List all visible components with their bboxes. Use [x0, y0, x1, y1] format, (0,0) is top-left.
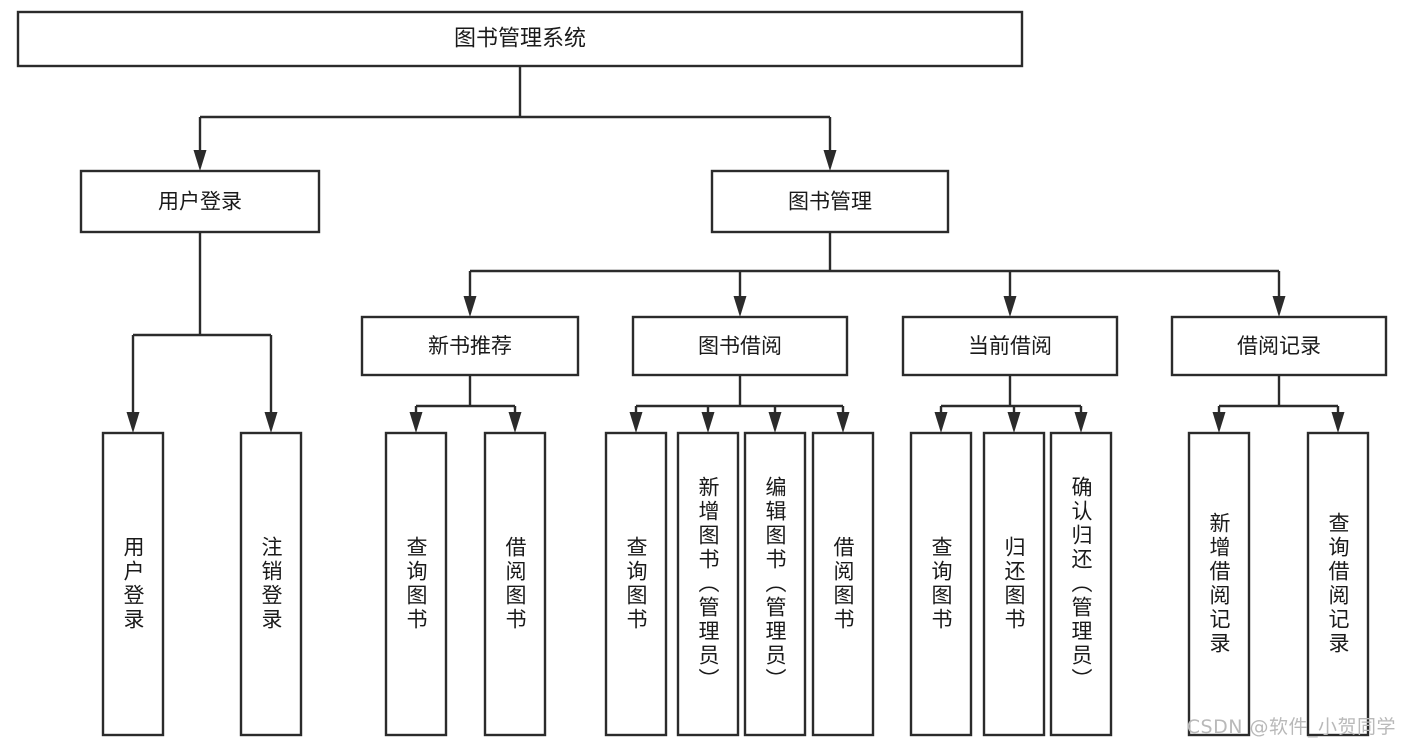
node-box-leaf-user-login[interactable] [101, 431, 165, 737]
node-label-borrow-record: 借阅记录 [1237, 334, 1321, 358]
node-label-leaf-borrow-book-1: 借阅图书 [503, 536, 527, 632]
node-label-root: 图书管理系统 [454, 27, 586, 52]
node-book-borrow[interactable]: 图书借阅 [631, 315, 849, 377]
node-leaf-query-book-2[interactable]: 查询图书 [604, 431, 668, 737]
node-label-current-borrow: 当前借阅 [968, 334, 1052, 358]
arrow-head-icon [629, 412, 643, 433]
arrow-head-icon [1007, 412, 1021, 433]
node-label-leaf-user-login: 用户登录 [121, 536, 145, 632]
node-box-root[interactable] [16, 10, 1024, 68]
node-box-leaf-borrow-book-1[interactable] [483, 431, 547, 737]
node-leaf-edit-book[interactable]: 编辑图书（管理员） [743, 431, 807, 737]
node-box-book-management[interactable] [710, 169, 950, 234]
node-box-leaf-query-book-1[interactable] [384, 431, 448, 737]
arrow-head-icon [1272, 296, 1286, 317]
connector-group-borrow-record [1212, 375, 1345, 433]
node-box-current-borrow[interactable] [901, 315, 1119, 377]
node-layer: 图书管理系统用户登录图书管理新书推荐图书借阅当前借阅借阅记录用户登录注销登录查询… [16, 10, 1388, 737]
node-box-leaf-query-record[interactable] [1306, 431, 1370, 737]
node-box-leaf-confirm-return[interactable] [1049, 431, 1113, 737]
node-label-book-management: 图书管理 [788, 190, 872, 214]
node-label-leaf-query-book-2: 查询图书 [624, 536, 648, 632]
node-leaf-query-record[interactable]: 查询借阅记录 [1306, 431, 1370, 737]
node-leaf-confirm-return[interactable]: 确认归还（管理员） [1049, 431, 1113, 737]
arrow-head-icon [1212, 412, 1226, 433]
node-label-leaf-query-record: 查询借阅记录 [1326, 512, 1350, 656]
arrow-head-icon [126, 412, 140, 433]
csdn-watermark: CSDN @软件_小贺同学 [1187, 716, 1396, 738]
node-leaf-user-login[interactable]: 用户登录 [101, 431, 165, 737]
node-leaf-add-record[interactable]: 新增借阅记录 [1187, 431, 1251, 737]
connector-group-book-management [463, 232, 1286, 317]
node-box-leaf-query-book-3[interactable] [909, 431, 973, 737]
node-box-borrow-record[interactable] [1170, 315, 1388, 377]
arrow-head-icon [409, 412, 423, 433]
node-root[interactable]: 图书管理系统 [16, 10, 1024, 68]
node-box-leaf-edit-book[interactable] [743, 431, 807, 737]
node-label-new-book-recommend: 新书推荐 [428, 334, 512, 358]
arrow-head-icon [768, 412, 782, 433]
node-label-leaf-query-book-1: 查询图书 [404, 536, 428, 632]
node-leaf-query-book-3[interactable]: 查询图书 [909, 431, 973, 737]
node-box-leaf-add-record[interactable] [1187, 431, 1251, 737]
node-book-management[interactable]: 图书管理 [710, 169, 950, 234]
arrow-head-icon [1331, 412, 1345, 433]
node-box-leaf-user-logout[interactable] [239, 431, 303, 737]
node-leaf-borrow-book-2[interactable]: 借阅图书 [811, 431, 875, 737]
node-leaf-return-book[interactable]: 归还图书 [982, 431, 1046, 737]
node-leaf-query-book-1[interactable]: 查询图书 [384, 431, 448, 737]
arrow-head-icon [934, 412, 948, 433]
node-label-leaf-add-book: 新增图书（管理员） [696, 476, 720, 692]
node-leaf-borrow-book-1[interactable]: 借阅图书 [483, 431, 547, 737]
node-label-leaf-confirm-return: 确认归还（管理员） [1069, 476, 1093, 692]
node-user-login[interactable]: 用户登录 [79, 169, 321, 234]
connector-group-current-borrow [934, 375, 1088, 433]
node-box-leaf-borrow-book-2[interactable] [811, 431, 875, 737]
node-label-book-borrow: 图书借阅 [698, 334, 782, 358]
arrow-head-icon [463, 296, 477, 317]
node-label-leaf-borrow-book-2: 借阅图书 [831, 536, 855, 632]
arrow-head-icon [193, 150, 207, 171]
connector-group-new-book-recommend [409, 375, 522, 433]
node-box-user-login[interactable] [79, 169, 321, 234]
arrow-head-icon [701, 412, 715, 433]
node-box-leaf-add-book[interactable] [676, 431, 740, 737]
connector-layer [126, 66, 1345, 433]
node-label-leaf-query-book-3: 查询图书 [929, 536, 953, 632]
node-leaf-user-logout[interactable]: 注销登录 [239, 431, 303, 737]
node-box-leaf-query-book-2[interactable] [604, 431, 668, 737]
node-borrow-record[interactable]: 借阅记录 [1170, 315, 1388, 377]
node-box-leaf-return-book[interactable] [982, 431, 1046, 737]
arrow-head-icon [733, 296, 747, 317]
node-label-leaf-edit-book: 编辑图书（管理员） [763, 476, 787, 692]
node-label-leaf-return-book: 归还图书 [1002, 536, 1026, 632]
arrow-head-icon [823, 150, 837, 171]
node-box-book-borrow[interactable] [631, 315, 849, 377]
node-label-leaf-add-record: 新增借阅记录 [1207, 512, 1231, 656]
arrow-head-icon [836, 412, 850, 433]
node-label-user-login: 用户登录 [158, 190, 242, 214]
arrow-head-icon [1003, 296, 1017, 317]
connector-group-root [193, 66, 837, 171]
connector-group-user-login [126, 232, 278, 433]
connector-group-book-borrow [629, 375, 850, 433]
node-current-borrow[interactable]: 当前借阅 [901, 315, 1119, 377]
arrow-head-icon [508, 412, 522, 433]
node-new-book-recommend[interactable]: 新书推荐 [360, 315, 580, 377]
arrow-head-icon [264, 412, 278, 433]
arrow-head-icon [1074, 412, 1088, 433]
node-box-new-book-recommend[interactable] [360, 315, 580, 377]
node-label-leaf-user-logout: 注销登录 [259, 536, 283, 632]
node-leaf-add-book[interactable]: 新增图书（管理员） [676, 431, 740, 737]
